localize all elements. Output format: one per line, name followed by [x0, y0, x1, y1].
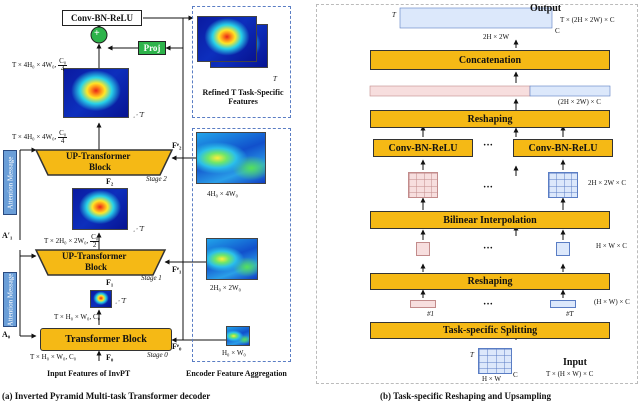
encoder-heatmap-2x: [206, 238, 258, 280]
refined-T: T: [273, 75, 277, 83]
refined-heatmap-front: [197, 16, 257, 62]
sum-node: [90, 26, 108, 44]
dim-2H2WC: 2H × 2W × C: [588, 179, 627, 187]
attention-message-1: Attention Message: [3, 150, 17, 215]
output-C: C: [555, 27, 560, 35]
refined-caption: Refined T Task-Specific Features: [202, 88, 284, 107]
output-T: T: [392, 11, 396, 19]
dim-HWC: H × W × C: [596, 242, 627, 250]
tag-T: #T: [566, 310, 574, 318]
input-block: [478, 348, 512, 374]
Fe1-label: Fᵉ₁: [172, 265, 182, 274]
proj-box: Proj: [138, 41, 166, 55]
input-C: C: [513, 371, 518, 379]
up-block-2-label-2: Block: [89, 162, 112, 172]
cube-large-task1: [408, 172, 438, 198]
Fe2-label: Fᵉ₂: [172, 141, 182, 150]
bilinear-box: Bilinear Interpolation: [370, 211, 610, 229]
ellipsis-small-cube: ···: [483, 243, 494, 254]
output-dim: T × (2H × 2W) × C: [560, 16, 615, 24]
input-features-caption: Input Features of InvPT: [47, 369, 131, 378]
input-HW: H × W: [482, 375, 501, 383]
dots-T-top: ⋰T: [133, 111, 144, 119]
input-dim: T × (H × W) × C: [546, 370, 594, 378]
up-transformer-block-1-shape: [34, 249, 167, 276]
F1-label: F₁: [106, 278, 114, 287]
cube-small-task1: [416, 242, 430, 256]
row-taskT: [550, 300, 576, 308]
right-panel-frame: [316, 4, 638, 384]
up-block-1-label-1: UP-Transformer: [62, 251, 127, 261]
encoder-heatmap-1x: [226, 326, 250, 346]
subcaption-a: (a) Inverted Pyramid Multi-task Transfor…: [2, 391, 211, 401]
cube-small-taskT: [556, 242, 570, 256]
decoder-heatmap-small: [90, 290, 112, 308]
up-transformer-block-2-shape: [34, 149, 174, 176]
conv-bn-relu-box-a: Conv-BN-ReLU: [373, 139, 473, 157]
subcaption-b: (b) Task-specific Reshaping and Upsampli…: [380, 391, 552, 401]
output-grid: [399, 7, 553, 29]
dots-T-small: ⋰T: [115, 297, 126, 305]
row-task1: [410, 300, 436, 308]
conv-bn-relu-box-b: Conv-BN-ReLU: [513, 139, 613, 157]
refined-features-panel: [192, 6, 291, 118]
dim-1-label: T × H₀ × W₀, C₀: [54, 313, 101, 321]
encoder-dim-2x: 2H₀ × 2W₀: [210, 284, 241, 292]
conv-bn-relu-box-left: Conv-BN-ReLU: [62, 10, 142, 26]
F2-label: F₂: [106, 177, 114, 186]
encoder-dim-1x: H₀ × W₀: [222, 349, 246, 357]
encoder-dim-4x: 4H₀ × 4W₀: [207, 190, 238, 198]
A1-label: A′₁: [2, 231, 13, 240]
reshaping-bottom-box: Reshaping: [370, 273, 610, 290]
stage-1-label: Stage 1: [141, 274, 162, 282]
Fe0-label: Fᵉ₀: [172, 342, 182, 351]
encoder-caption: Encoder Feature Aggregation: [186, 369, 287, 378]
attention-message-0: Attention Message: [3, 272, 17, 327]
stage-0-label: Stage 0: [147, 351, 168, 359]
dim-0-label: T × H₀ × W₀, C₀: [30, 353, 77, 361]
input-T: T: [470, 351, 474, 359]
A0-label: A₀: [2, 330, 11, 339]
reshaping-top-box: Reshaping: [370, 110, 610, 128]
output-2h2w: 2H × 2W: [483, 33, 510, 41]
dim-HW-C: (H × W) × C: [594, 298, 630, 306]
ellipsis-row: ···: [483, 299, 494, 310]
flat-row-grid-blue: [529, 85, 611, 97]
stage-2-label: Stage 2: [146, 175, 167, 183]
F0-label: F₀: [106, 353, 114, 362]
output-label: Output: [530, 3, 562, 14]
ellipsis-cube: ···: [483, 182, 494, 193]
dots-T-mid: ⋰T: [133, 225, 144, 233]
up-block-2-label-1: UP-Transformer: [66, 151, 131, 161]
decoder-heatmap-mid: [72, 188, 128, 230]
sum-symbol: +: [94, 28, 100, 39]
transformer-block: Transformer Block: [40, 328, 172, 351]
input-label: Input: [563, 357, 587, 368]
flat-dim: (2H × 2W) × C: [558, 98, 601, 106]
concatenation-box: Concatenation: [370, 50, 610, 70]
decoder-heatmap-top: [63, 68, 129, 118]
task-split-box: Task-specific Splitting: [370, 322, 610, 339]
encoder-aggregation-panel: [192, 128, 291, 362]
up-block-1-label-2: Block: [85, 262, 108, 272]
ellipsis-conv: ···: [483, 140, 494, 151]
tag-1: #1: [427, 310, 434, 318]
cube-large-taskT: [548, 172, 578, 198]
encoder-heatmap-4x: [196, 132, 266, 184]
